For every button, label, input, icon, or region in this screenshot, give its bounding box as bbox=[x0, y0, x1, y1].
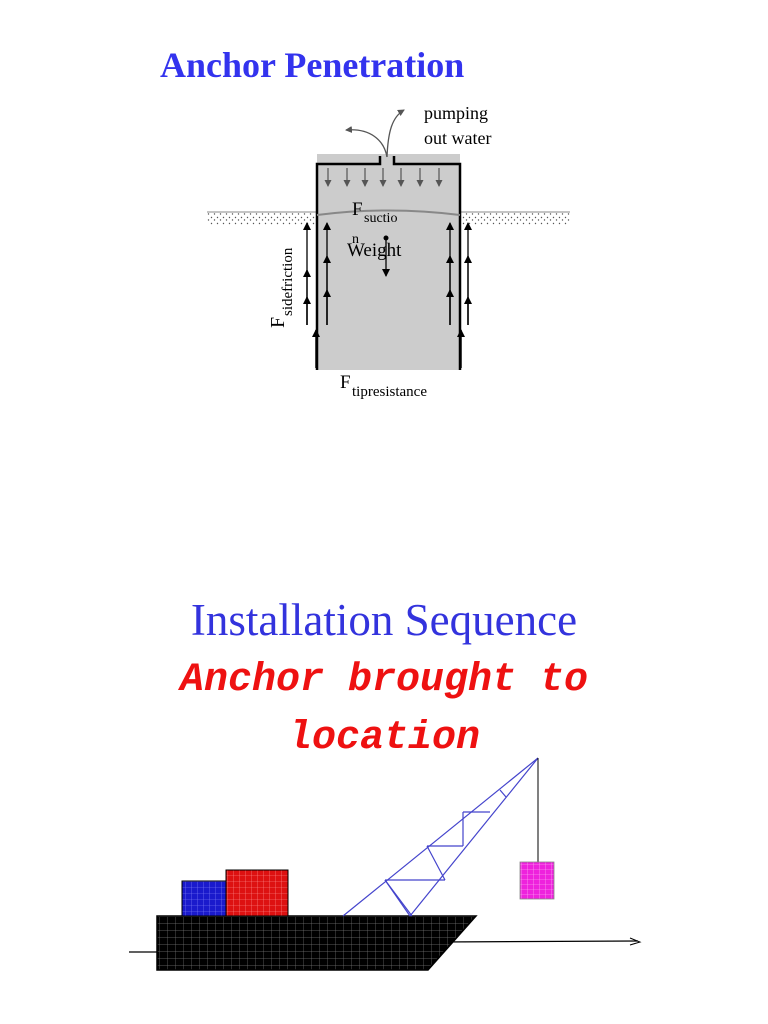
pump-arrow-left bbox=[345, 126, 388, 158]
subtitle-line-2: location bbox=[287, 716, 481, 761]
blue-container bbox=[181, 880, 229, 917]
f-suction-subscript-2: n bbox=[352, 232, 359, 247]
pumping-label-2: out water bbox=[424, 128, 491, 148]
soil-right bbox=[460, 212, 570, 225]
f-tip-subscript: tipresistance bbox=[352, 384, 427, 400]
weight-arrow bbox=[382, 235, 390, 277]
weight-label: Weight bbox=[347, 240, 402, 261]
water-line bbox=[129, 940, 639, 953]
f-side-main: F bbox=[267, 317, 289, 328]
crane-boom bbox=[342, 757, 539, 917]
f-suction-label: F bbox=[352, 199, 363, 220]
tip-resistance-arrows bbox=[312, 329, 465, 368]
suspended-anchor bbox=[519, 861, 555, 900]
barge-crane-diagram bbox=[129, 757, 642, 971]
f-side-subscript: sidefriction bbox=[280, 247, 296, 316]
suction-arrows bbox=[324, 168, 443, 187]
soil-left bbox=[207, 212, 317, 225]
slide1-title: Anchor Penetration bbox=[160, 45, 465, 85]
anchor-wall bbox=[315, 156, 462, 370]
side-friction-arrows bbox=[303, 222, 472, 325]
anchor-penetration-diagram: pumping out water F suctio n Weight F si… bbox=[207, 103, 570, 400]
suction-anchor bbox=[317, 154, 460, 370]
f-sidefriction-label: F sidefriction bbox=[267, 247, 296, 328]
pump-arrow-right bbox=[386, 109, 405, 158]
f-suction-subscript-1: suctio bbox=[364, 211, 397, 226]
red-container bbox=[225, 869, 289, 917]
pumping-label-1: pumping bbox=[424, 103, 488, 123]
slide2-title: Installation Sequence bbox=[190, 595, 578, 645]
slide2-subtitle: Anchor brought to location bbox=[0, 652, 768, 768]
f-tip-label: F bbox=[340, 372, 351, 393]
subtitle-line-1: Anchor brought to bbox=[179, 658, 589, 703]
barge bbox=[156, 915, 478, 971]
